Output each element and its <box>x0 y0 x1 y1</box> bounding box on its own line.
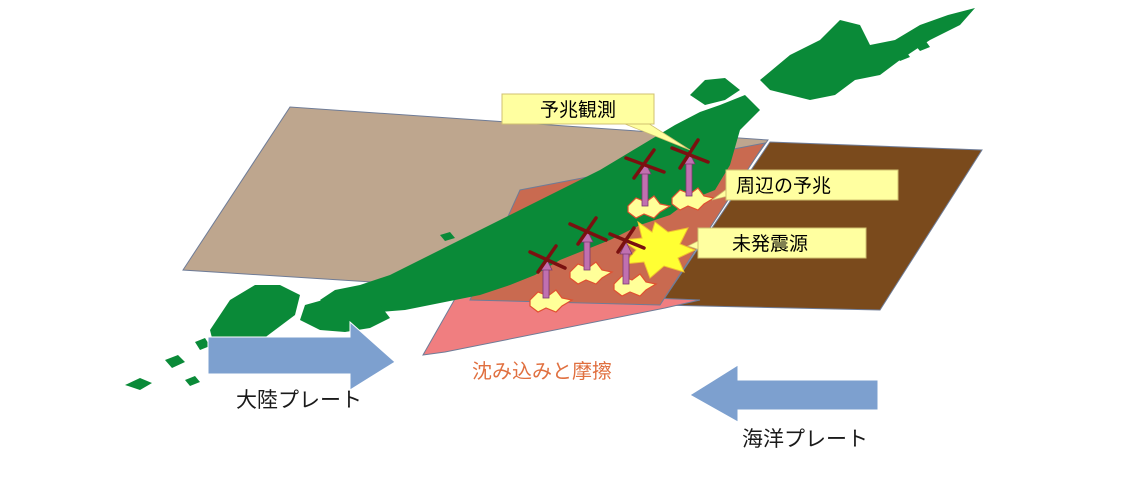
oceanic-plate-arrow <box>689 364 879 423</box>
future-epicenter-burst <box>620 220 697 279</box>
continental-plate-arrow <box>207 320 396 391</box>
observation-arrow-4 <box>638 161 652 207</box>
subducting-plate <box>422 289 701 356</box>
hokkaido-island <box>760 8 975 100</box>
cross-mark-3 <box>608 226 646 254</box>
honshu-island <box>320 95 760 313</box>
shikoku-island <box>300 298 390 332</box>
subduction-friction-label: 沈み込みと摩擦 <box>472 359 612 383</box>
callout-surrounding-precursor: 周辺の予兆 <box>711 169 899 201</box>
southern-islands <box>125 338 210 390</box>
cross-mark-4 <box>624 148 666 180</box>
observation-arrows <box>539 151 696 299</box>
surrounding-precursor-label: 周辺の予兆 <box>736 175 831 197</box>
callout-precursor-observation: 予兆観測 <box>501 93 691 151</box>
cross-mark-2 <box>568 216 608 246</box>
japan-islands <box>125 8 975 390</box>
cross-mark-1 <box>528 244 567 274</box>
cross-mark-5 <box>670 138 710 170</box>
precursor-bursts <box>529 187 716 313</box>
cross-marks <box>528 138 710 274</box>
continental-plate-label: 大陸プレート <box>236 388 362 412</box>
callout-future-epicenter: 未発震源 <box>686 227 867 259</box>
precursor-observation-label: 予兆観測 <box>540 99 616 121</box>
observation-arrow-3 <box>619 241 633 285</box>
tohoku-tip <box>690 78 740 105</box>
oceanic-plate-label: 海洋プレート <box>742 427 868 451</box>
sado-island <box>580 195 598 208</box>
kuril-islands <box>895 40 930 61</box>
future-epicenter-label: 未発震源 <box>732 233 808 255</box>
oki-island <box>440 232 455 241</box>
